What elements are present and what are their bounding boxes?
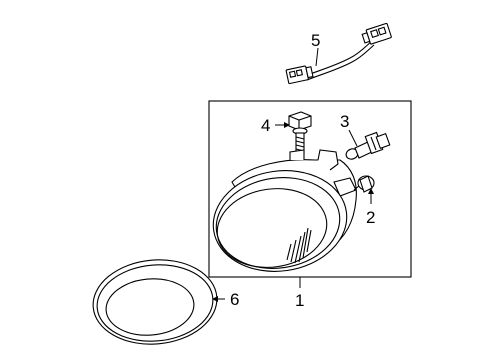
assembly-box (208, 100, 412, 278)
arrow-4 (284, 122, 290, 128)
leader-5 (315, 47, 319, 67)
arrow-6 (212, 296, 218, 302)
callout-5: 5 (311, 31, 320, 50)
callout-4: 4 (261, 116, 270, 135)
callout-1: 1 (295, 291, 304, 310)
callout-3: 3 (340, 112, 349, 131)
bezel-ring (92, 259, 218, 345)
callout-2: 2 (366, 208, 375, 227)
callout-6: 6 (230, 290, 239, 309)
arrow-2 (368, 188, 374, 194)
clip (353, 175, 375, 193)
fog-lamp-housing (212, 149, 357, 272)
bulb (345, 131, 391, 160)
wiring-harness (285, 22, 392, 85)
leader-3 (348, 129, 358, 147)
